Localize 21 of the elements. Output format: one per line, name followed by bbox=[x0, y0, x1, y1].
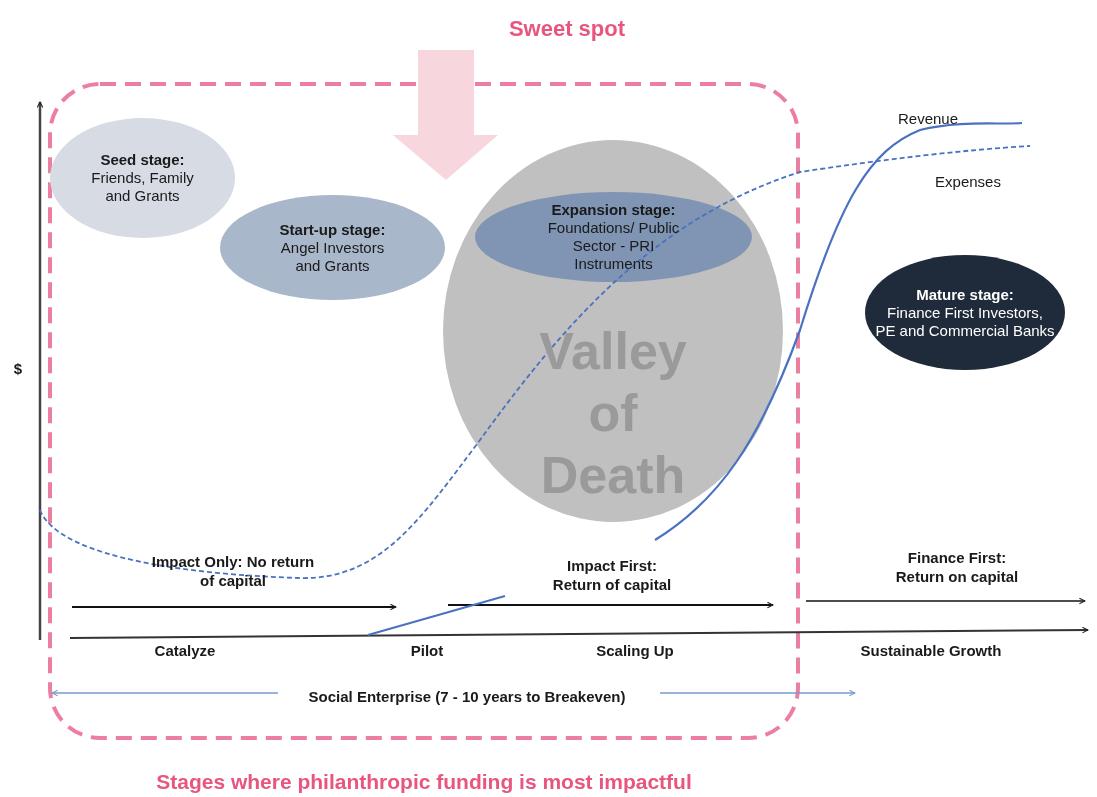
axis-label: $ bbox=[12, 359, 24, 378]
stage-heading: Expansion stage: bbox=[551, 201, 676, 219]
stage-description: Foundations/ Public Sector - PRI Instruments bbox=[546, 219, 681, 273]
stage-description: Finance First Investors, PE and Commercial Banks bbox=[875, 303, 1055, 340]
callout-title: Sweet spot bbox=[507, 16, 627, 42]
axis-label: Pilot bbox=[409, 641, 445, 660]
stage-description: Friends, Family and Grants bbox=[90, 169, 195, 205]
phase-label: Finance First: Return on capital bbox=[894, 548, 1020, 586]
region-caption: Stages where philanthropic funding is most impactful bbox=[155, 770, 693, 794]
phase-label: Impact Only: No return of capital bbox=[150, 552, 316, 590]
span-label: Social Enterprise (7 - 10 years to Breakeven) bbox=[307, 687, 627, 706]
axis-label: Scaling Up bbox=[595, 641, 675, 660]
stage-heading: Mature stage: bbox=[916, 285, 1014, 304]
stage-heading: Start-up stage: bbox=[279, 220, 386, 239]
stage-heading: Seed stage: bbox=[100, 151, 185, 169]
curve-label: Revenue bbox=[896, 109, 959, 128]
axis-label: Sustainable Growth bbox=[859, 641, 1003, 660]
phase-label: Impact First: Return of capital bbox=[551, 556, 673, 594]
axis-label: Catalyze bbox=[153, 641, 217, 660]
curve-label: Expenses bbox=[934, 172, 1002, 191]
stage-description: Angel Investors and Grants bbox=[279, 238, 386, 275]
